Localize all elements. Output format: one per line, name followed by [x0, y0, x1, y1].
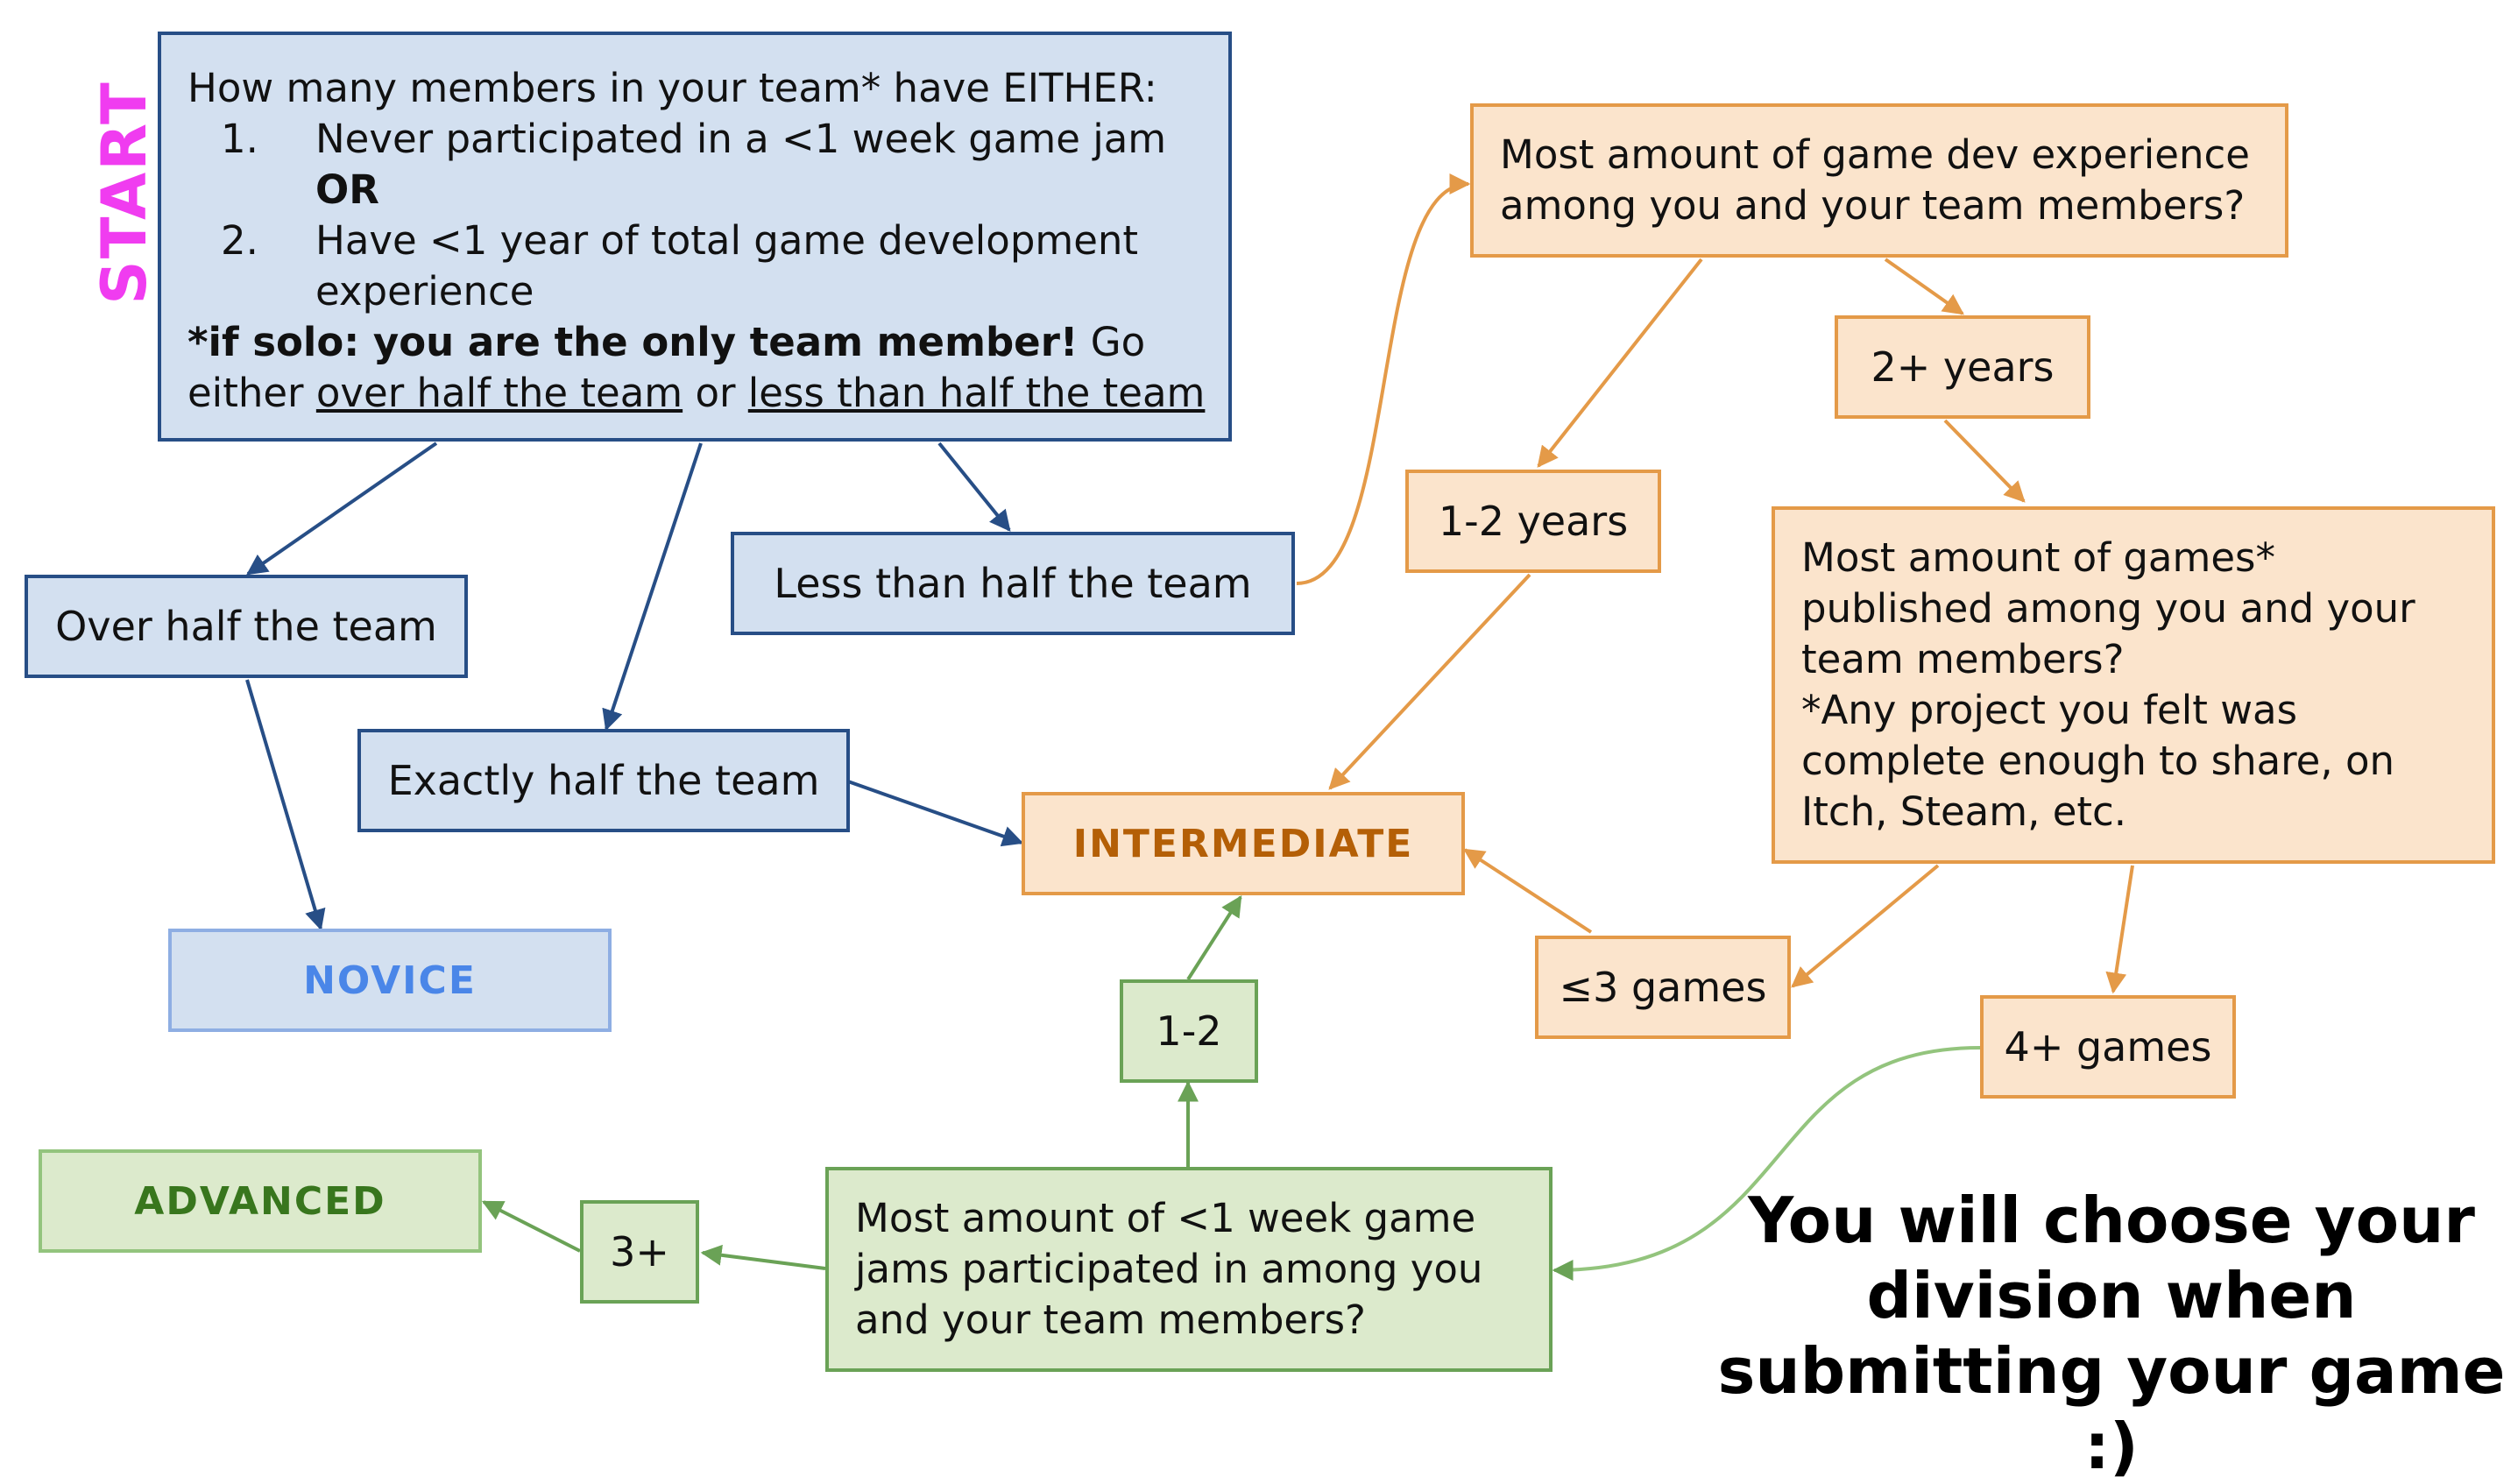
question-team-line1: How many members in your team* have EITH… — [187, 65, 1157, 111]
question-experience: Most amount of game dev experience among… — [1470, 103, 2288, 258]
answer-over-half: Over half the team — [25, 575, 468, 678]
result-intermediate: INTERMEDIATE — [1022, 792, 1465, 895]
answer-three-or-less-games: ≤3 games — [1535, 936, 1791, 1039]
question-team-item2: 2. Have <1 year of total game developmen… — [221, 217, 1139, 264]
question-game-jams: Most amount of <1 week game jams partici… — [825, 1167, 1553, 1372]
answer-one-two-years: 1-2 years — [1405, 470, 1661, 573]
arrow-over-half-to-novice — [245, 679, 326, 931]
answer-jams-one-two: 1-2 — [1120, 979, 1258, 1083]
question-team-solo-note: *if solo: you are the only team member! … — [187, 319, 1146, 365]
result-novice: NOVICE — [168, 929, 612, 1032]
question-team-item1: 1. Never participated in a <1 week game … — [221, 116, 1167, 162]
division-choice-note: You will choose your division when submi… — [1717, 1184, 2506, 1483]
arrow-three-plus-to-advanced — [481, 1200, 581, 1253]
arrow-games-to-three-or-less — [1791, 864, 1940, 988]
arrow-q1-to-less-half — [937, 442, 1011, 532]
arrow-experience-to-two-plus — [1884, 258, 1964, 315]
question-team-members: How many members in your team* have EITH… — [158, 32, 1232, 442]
arrow-games-to-four-plus — [2105, 865, 2134, 994]
start-label-text: START — [88, 81, 160, 305]
arrow-exactly-half-to-intermediate — [847, 780, 1024, 847]
answer-two-plus-years: 2+ years — [1835, 315, 2090, 419]
answer-jams-three-plus: 3+ — [580, 1200, 699, 1304]
result-advanced: ADVANCED — [39, 1149, 482, 1253]
arrow-one-two-to-intermediate-green — [1186, 894, 1242, 981]
start-label: START — [88, 81, 160, 304]
question-team-or: OR — [315, 166, 379, 213]
arrow-jams-to-three-plus — [700, 1244, 826, 1270]
arrow-q1-to-exactly-half — [602, 442, 703, 731]
answer-exactly-half: Exactly half the team — [357, 729, 850, 832]
arrow-three-or-less-to-intermediate — [1462, 848, 1593, 934]
question-team-item2-cont: experience — [315, 268, 534, 314]
question-games-published: Most amount of games* published among yo… — [1772, 506, 2495, 864]
arrow-experience-to-one-two — [1537, 258, 1703, 468]
answer-less-half: Less than half the team — [731, 532, 1295, 635]
answer-four-plus-games: 4+ games — [1980, 995, 2236, 1099]
arrow-two-plus-to-games — [1943, 419, 2026, 503]
arrow-one-two-to-intermediate — [1328, 573, 1531, 790]
question-team-either: either over half the team or less than h… — [187, 370, 1206, 416]
arrow-q1-to-over-half — [246, 442, 438, 576]
